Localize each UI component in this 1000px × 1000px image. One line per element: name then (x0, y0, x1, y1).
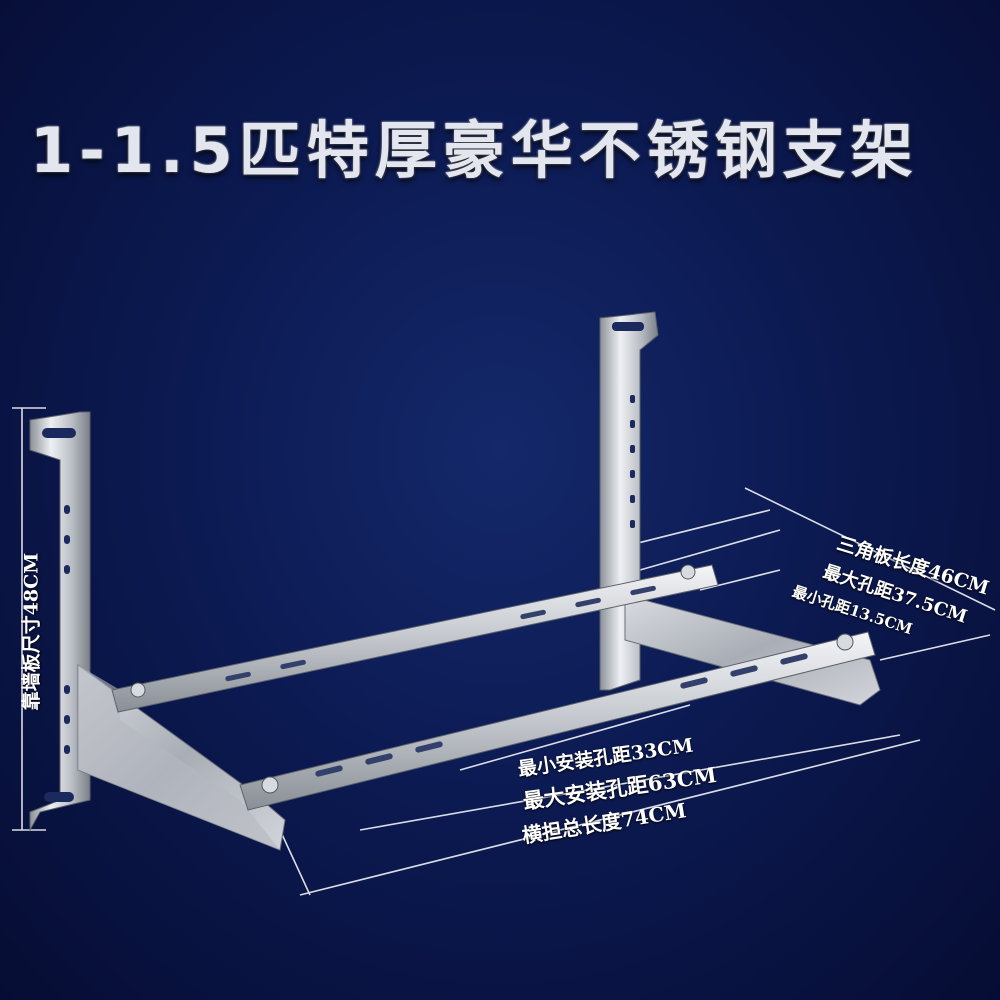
dimension-lines (12, 407, 996, 896)
wall-plate-size-label: 靠墙板尺寸48CM (20, 552, 43, 711)
front-crossbar (239, 631, 876, 811)
rear-crossbar (111, 564, 719, 713)
product-title: 1-1.5匹特厚豪华不锈钢支架 (30, 114, 919, 187)
left-triangle-plate (77, 664, 286, 851)
left-wall-plate (29, 411, 91, 832)
